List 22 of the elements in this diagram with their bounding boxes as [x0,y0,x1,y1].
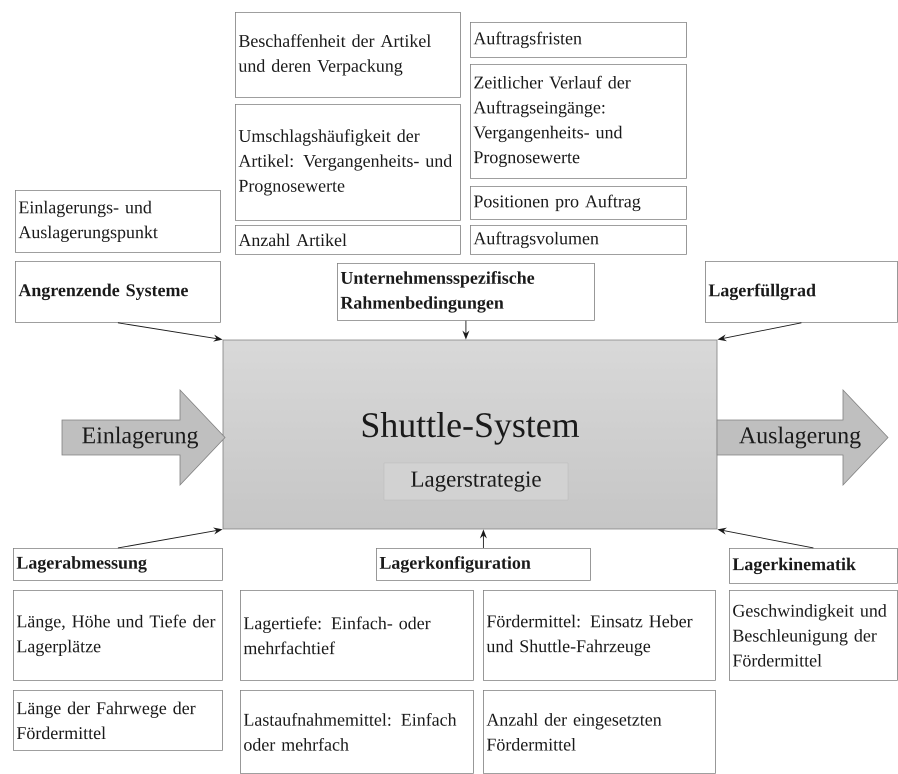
text-box: Länge, Höhe und Tiefe der Lagerplätze [13,590,223,681]
text-box: Einlagerungs- und Auslagerungspunkt [15,190,221,253]
text-box: Lagerkonfiguration [376,548,591,581]
text-box: Anzahl der eingesetzten Fördermittel [483,690,716,774]
text-box: Umschlagshäufigkeit der Artikel: Vergangenheits- und Prognosewerte [235,104,461,221]
text-box: Lagerabmessung [13,548,223,581]
text-box: Länge der Fahrwege der Fördermittel [13,690,223,751]
strategy-box: Lagerstrategie [384,462,568,500]
text-box: Positionen pro Auftrag [470,186,687,220]
text-box: Unternehmensspezifische Rahmenbedingungen [337,263,595,321]
text-box: Angrenzende Systeme [15,261,221,323]
text-box: Lagertiefe: Einfach- oder mehrfachtief [240,590,474,681]
text-box: Auftragsfristen [470,22,687,58]
text-box: Anzahl Artikel [235,224,461,255]
text-box: Geschwindigkeit und Beschleunigung der Fördermittel [729,590,898,681]
text-box: Auftragsvolumen [470,224,687,255]
text-box: Lagerkinematik [729,548,898,584]
text-box: Beschaffenheit der Artikel und deren Verpackung [235,12,461,98]
text-box: Zeitlicher Verlauf der Auftragseingänge: Vergangenheits- und Prognosewerte [470,64,687,179]
text-box: Fördermittel: Einsatz Heber und Shuttle-Fahrzeuge [483,590,716,681]
text-box: Lagerfüllgrad [705,261,898,323]
text-box: Lastaufnahmemittel: Einfach oder mehrfach [240,690,474,774]
